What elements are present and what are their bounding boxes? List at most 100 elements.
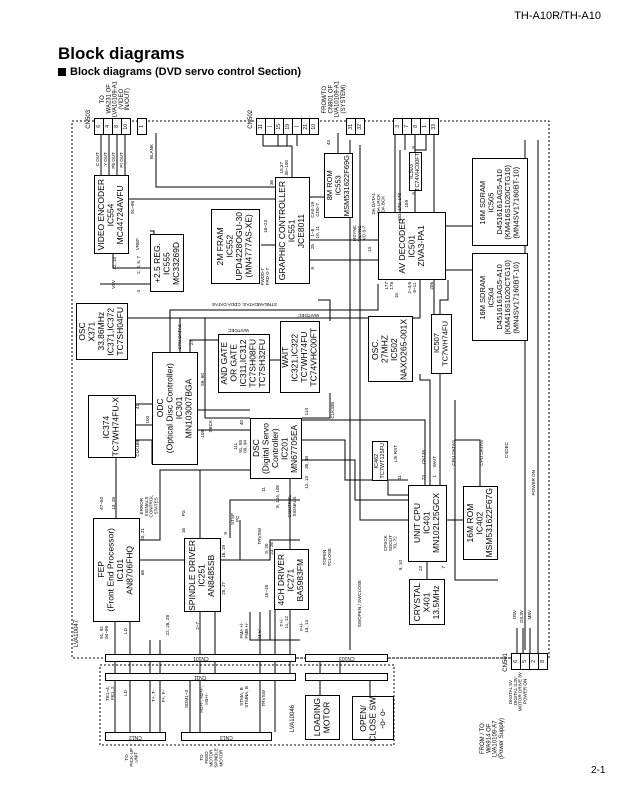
yout-label: Y OUT: [103, 152, 108, 166]
pin-number: |: [294, 125, 300, 128]
clk338-label: CLK338: [330, 402, 335, 419]
cn11-bar: CN11: [105, 673, 296, 681]
p23b-label: 23: [418, 566, 423, 572]
lva10046-label: LVA10046: [290, 705, 296, 733]
block-line: MC33269D: [170, 241, 181, 285]
pin-number: 33: [431, 123, 437, 130]
section-subtitle: Block diagrams (DVD servo control Sectio…: [58, 66, 301, 78]
block-line: TC7WT125FU: [380, 443, 386, 479]
block-line: MSM531622F67G: [484, 488, 495, 558]
p1523-label: 16~23: [263, 220, 268, 233]
model-header: TH-A10R/TH-A10: [514, 10, 601, 22]
stma-label: STMA, B STMNA, B: [239, 686, 249, 708]
p7-label: 7: [441, 566, 446, 569]
open-close-sw-text: OPEN/CLOSE SW.-o- o-: [358, 695, 388, 742]
p114-label: 114: [304, 408, 309, 416]
p2527-label: 25, 27: [221, 582, 226, 595]
p41-label: 41: [135, 404, 140, 410]
cpudatas3-label: CPU DATAS: [479, 440, 484, 466]
block-line: MN103007BGA: [183, 378, 194, 439]
p1819-label: 18, 19: [221, 545, 226, 558]
errsig-label: ERROR SIGNALS CONTROL STATES: [139, 495, 159, 518]
lva10046-boundary: [99, 664, 395, 746]
vref-label: VREF: [135, 238, 140, 251]
p36-label: 36: [269, 180, 274, 186]
block-line: TC7SH04FU: [115, 307, 126, 356]
page-title: Block diagrams: [58, 44, 185, 63]
ctrlsig-label: CONTROL SIGNALS: [287, 495, 297, 518]
cn103-bar: CN103: [305, 654, 388, 662]
subtitle-text: Block diagrams (DVD servo control Sectio…: [70, 66, 302, 78]
poweron-label: POWER ON: [531, 470, 536, 496]
p27-label: 27: [189, 340, 194, 346]
pin-number: 1: [139, 125, 145, 128]
connector-pin: 1: [137, 118, 147, 135]
cn12-label: CN12: [129, 733, 142, 740]
p15-label: 15: [394, 293, 399, 299]
page-number: 2-1: [591, 765, 606, 776]
cn13-label: CN13: [220, 733, 233, 740]
ck135-label: CK135: [421, 450, 426, 465]
p9-label: 9: [310, 267, 315, 270]
block-line: BA5983FM: [295, 558, 306, 601]
pin-number: 31: [348, 123, 354, 130]
p9192-label: 91, 92 94~96: [99, 626, 109, 639]
te-label: TE1~4, FE1, 2: [105, 686, 115, 701]
p1-label: 1: [432, 475, 437, 478]
block-line: MN67705EA: [289, 424, 300, 473]
p9b-label: 9: [223, 532, 228, 535]
hsync-label: HSYNC VSYNC VD 0-7: [352, 225, 367, 242]
pwr-names-label: DIGITAL 5V DIGITAL 3.3V MOTOR DRIVE 8V P…: [508, 672, 528, 712]
p5-label: 5: [411, 192, 416, 195]
d5v-label: D5V: [512, 610, 517, 619]
cn101-bar: CN101: [105, 654, 296, 662]
to-power-label: FROM / TO WA914 OF LVA10109-A7 (Power Su…: [480, 718, 505, 760]
fwd-label: FWD0-7 FRD 0-7: [260, 268, 270, 286]
p11-label: 11: [397, 475, 402, 480]
topen-label: TOPEN TCLOSE: [322, 548, 332, 567]
ff-label: F+, F-: [161, 690, 166, 703]
p43-label: 43: [326, 140, 331, 146]
swopen-label: SWOPEN / SWCLOSE: [357, 580, 362, 628]
trvsw2-label: TRVSW: [261, 690, 266, 707]
p11b-label: 11: [261, 487, 266, 492]
cn503-extra-pin: 1: [137, 118, 147, 135]
to-video-label: TO WA231 OF LVA10109-A1 (VIDEO IN/OUT): [100, 81, 132, 118]
block-line: ZIVA3-PA1: [415, 225, 426, 267]
p2387-label: 2, 3, 6, 7: [136, 256, 141, 274]
wait-sig-label: WAIT: [432, 456, 437, 468]
p3538-label: 35, 38: [304, 456, 309, 469]
block-line: TC74VHC00FT: [308, 327, 319, 387]
lsirst-label: LSI RST: [393, 445, 398, 463]
block-line: JCE8011: [296, 213, 307, 248]
p25-label: 25: [310, 244, 315, 250]
ca-label: CA0-19 CD0-7: [310, 202, 320, 218]
v5v-label: V5V: [111, 280, 116, 289]
pin-number: 8: [413, 125, 419, 128]
sbck-label: SBCK: [208, 420, 213, 433]
connector-pin: 8: [538, 653, 548, 670]
